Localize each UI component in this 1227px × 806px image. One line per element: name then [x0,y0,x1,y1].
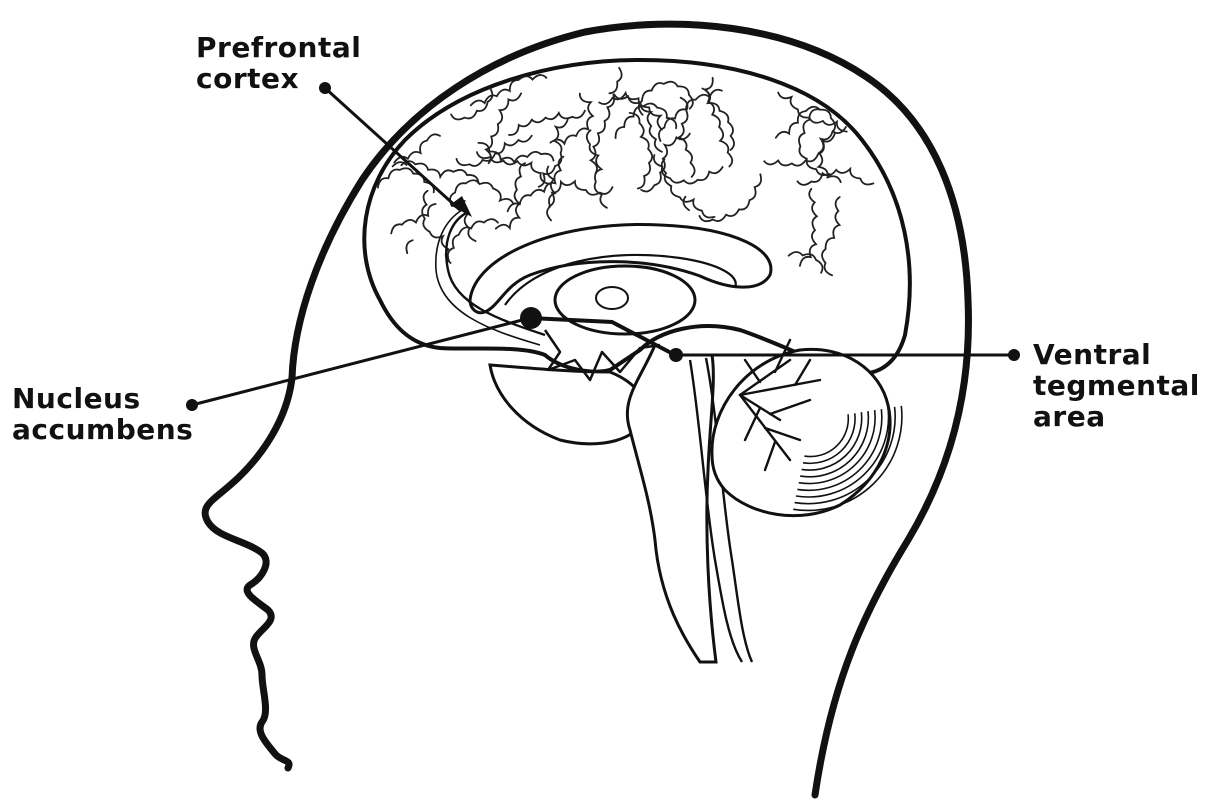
label-vta-line3: area [1033,401,1200,432]
label-ventral-tegmental-area: Ventral tegmental area [1033,339,1200,432]
face-profile [205,378,292,768]
label-prefrontal-line2: cortex [196,63,361,94]
label-prefrontal-line1: Prefrontal [196,32,361,63]
brainstem [627,345,716,662]
label-vta-line1: Ventral [1033,339,1200,370]
ventral-tegmental-dot [1008,349,1020,361]
label-vta-line2: tegmental [1033,370,1200,401]
label-prefrontal-cortex: Prefrontal cortex [196,32,361,94]
thalamus-inner [596,287,628,309]
label-nucleus-line2: accumbens [12,414,193,445]
temporal-lobe [490,365,645,444]
nucleus-accumbens-site [520,307,542,329]
nucleus-accumbens-pointer-line [192,318,530,405]
ventral-tegmental-site [669,348,683,362]
label-nucleus-line1: Nucleus [12,383,193,414]
label-nucleus-accumbens: Nucleus accumbens [12,383,193,445]
